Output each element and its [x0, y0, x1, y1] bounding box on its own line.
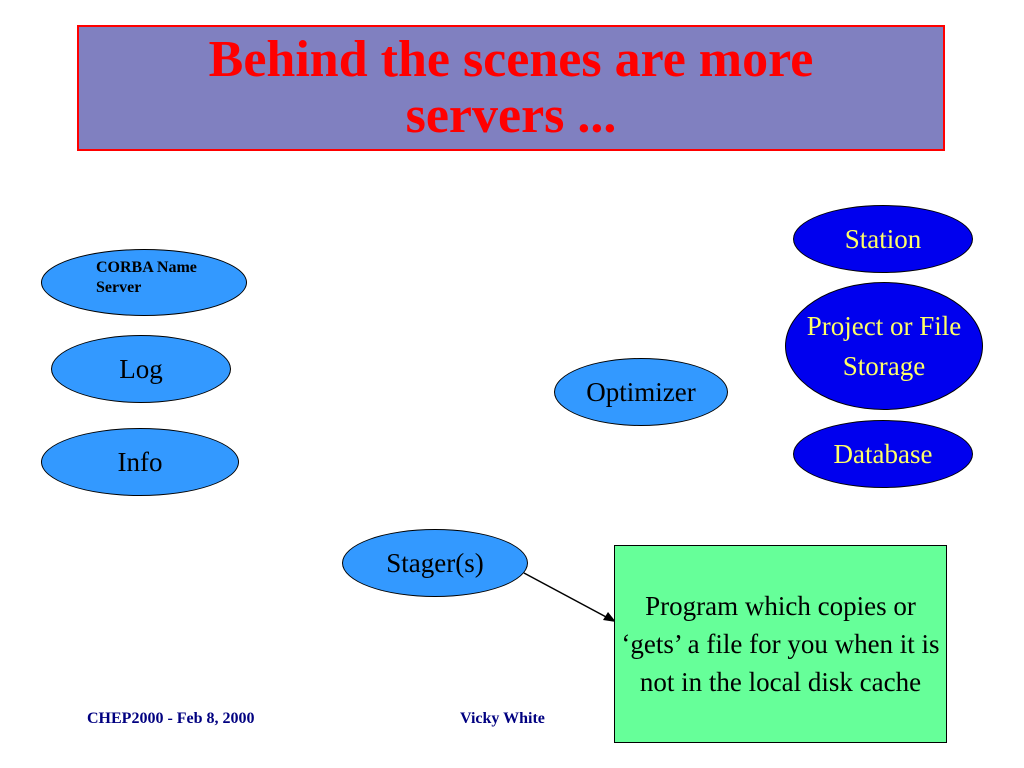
log-label: Log — [119, 354, 163, 384]
slide-title: Behind the scenes are more servers ... — [208, 31, 814, 144]
log-node: Log — [51, 335, 231, 403]
info-label: Info — [117, 447, 163, 477]
footer-center: Vicky White — [460, 710, 545, 727]
stager-label: Stager(s) — [386, 548, 484, 578]
info-node: Info — [41, 428, 239, 496]
station-label: Station — [844, 224, 922, 254]
project-file-storage-node: Project or File Storage — [785, 282, 983, 410]
optimizer-node: Optimizer — [554, 358, 728, 426]
database-label: Database — [833, 439, 933, 469]
optimizer-label: Optimizer — [586, 377, 696, 407]
stager-description-note: Program which copies or ‘gets’ a file fo… — [614, 545, 947, 743]
footer-left: CHEP2000 - Feb 8, 2000 — [87, 710, 255, 727]
project-file-storage-label: Project or File Storage — [806, 311, 962, 381]
corba-name-server-label: CORBA Name Server — [96, 259, 197, 296]
title-box: Behind the scenes are more servers ... — [77, 25, 945, 151]
database-node: Database — [793, 420, 973, 488]
station-node: Station — [793, 205, 973, 273]
stager-node: Stager(s) — [342, 529, 528, 597]
stager-description-text: Program which copies or ‘gets’ a file fo… — [621, 591, 940, 697]
corba-name-server-node: CORBA Name Server — [41, 249, 247, 316]
